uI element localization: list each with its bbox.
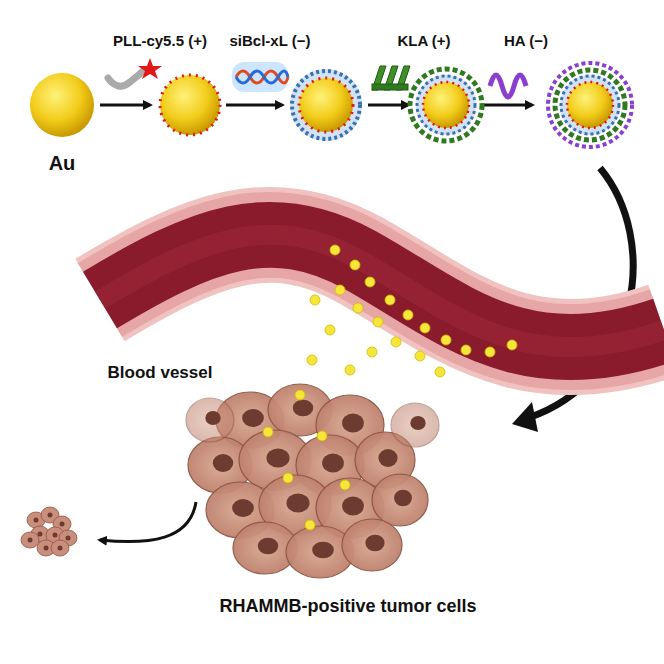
tumor-mass: [186, 384, 439, 578]
step-label: HA (−): [504, 32, 548, 49]
tumor-label: RHAMMB-positive tumor cells: [219, 596, 476, 617]
step-label: PLL-cy5.5 (+): [113, 32, 207, 49]
ha-coated-particle: [548, 63, 632, 147]
blood-vessel: [100, 235, 664, 347]
delivery-arrowhead: [512, 402, 538, 432]
kla-icon: [372, 66, 410, 90]
vessel-label: Blood vessel: [108, 363, 213, 383]
sirna-coated-particle: [290, 69, 362, 141]
sirna-icon: [232, 62, 288, 92]
kla-coated-particle: [410, 69, 482, 141]
gold-nanoparticle: [30, 73, 94, 137]
pll-icon: [108, 58, 162, 86]
ha-icon: [490, 75, 526, 97]
particle-label: Au: [49, 152, 76, 175]
step-label: siBcl-xL (−): [230, 32, 311, 49]
step-label: KLA (+): [397, 32, 450, 49]
nanoparticles: [263, 245, 517, 530]
shrink-arrow: [100, 502, 196, 542]
pll-coated-particle: [160, 75, 220, 135]
shrunken-tumor: [21, 507, 77, 556]
